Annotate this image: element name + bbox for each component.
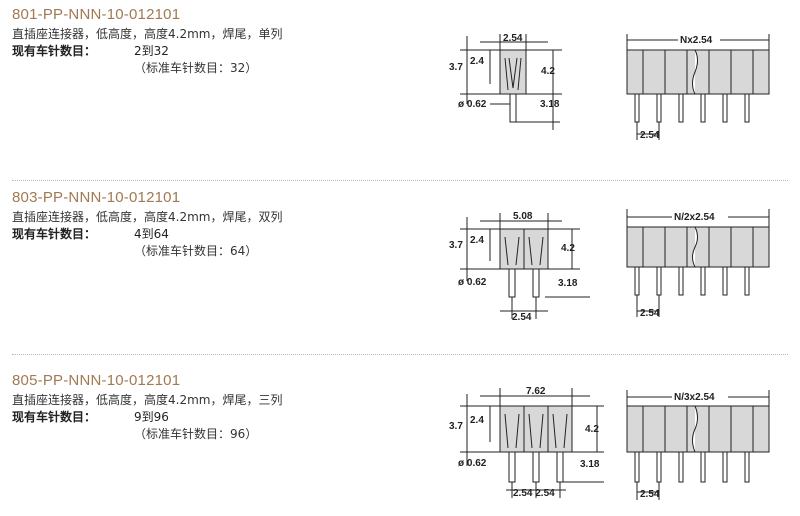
pins-range: 2到32 (134, 44, 169, 58)
dim-height-a: 3.7 (449, 240, 463, 251)
dim-height-b: 2.4 (470, 56, 484, 67)
side-view-drawing (460, 388, 604, 498)
product-code: 801-PP-NNN-10-012101 (12, 6, 181, 23)
pins-label: 现有车针数目： (12, 44, 97, 58)
standard-pins: （标准车针数目：96） (134, 427, 258, 441)
product-803: 803-PP-NNN-10-012101 直插座连接器，低高度，高度4.2mm，… (0, 180, 800, 333)
product-801-drawings: 2.54 3.7 2.4 4.2 ø 0.62 3.18 (449, 33, 770, 141)
dim-bottom-pitch: 2.54 (512, 312, 532, 323)
dim-height-a: 3.7 (449, 421, 463, 432)
product-803-drawings: 5.08 3.7 2.4 4.2 ø 0.62 3.18 2.54 (449, 209, 770, 323)
product-code: 805-PP-NNN-10-012101 (12, 372, 181, 389)
dim-length: N/3x2.54 (674, 392, 715, 403)
product-805: 805-PP-NNN-10-012101 直插座连接器，低高度，高度4.2mm，… (0, 354, 800, 516)
length-label-bg (672, 391, 728, 403)
pins-range: 9到96 (134, 410, 169, 424)
dim-pin-diameter: ø 0.62 (458, 99, 487, 110)
dim-tail-length: 3.18 (540, 99, 560, 110)
product-code: 803-PP-NNN-10-012101 (12, 189, 181, 206)
dim-pitch-top: 5.08 (513, 211, 533, 222)
dim-tail-length: 3.18 (558, 278, 578, 289)
standard-pins: （标准车针数目：64） (134, 244, 258, 258)
front-view-drawing (626, 390, 770, 500)
dim-side-pitch: 2.54 (640, 489, 660, 500)
dim-pitch-top: 7.62 (526, 386, 546, 397)
dim-tail-length: 3.18 (580, 459, 600, 470)
front-view-drawing (626, 209, 770, 317)
dim-height-b: 2.4 (470, 415, 484, 426)
dim-height-b: 2.4 (470, 235, 484, 246)
product-805-drawings: 7.62 3.7 2.4 4.2 ø 0.62 3.18 2.54 2.54 (449, 386, 770, 500)
side-view-drawing (460, 34, 562, 130)
dim-pin-diameter: ø 0.62 (458, 458, 487, 469)
dim-length: N/2x2.54 (674, 212, 715, 223)
product-description: 直插座连接器，低高度，高度4.2mm，焊尾，单列 (12, 27, 283, 41)
front-view-drawing (626, 34, 770, 140)
pins-range: 4到64 (134, 227, 169, 241)
dim-height-total: 4.2 (585, 424, 599, 435)
length-label-bg (672, 211, 728, 223)
dim-height-a: 3.7 (449, 62, 463, 73)
dim-side-pitch: 2.54 (640, 130, 660, 141)
side-view-drawing (460, 213, 590, 319)
dim-pin-diameter: ø 0.62 (458, 277, 487, 288)
divider (12, 354, 788, 355)
dim-height-total: 4.2 (541, 66, 555, 77)
dim-bottom-pitch: 2.54 2.54 (513, 488, 555, 499)
product-801: 801-PP-NNN-10-012101 直插座连接器，低高度，高度4.2mm，… (0, 0, 800, 150)
dim-height-total: 4.2 (561, 243, 575, 254)
product-description: 直插座连接器，低高度，高度4.2mm，焊尾，三列 (12, 393, 283, 407)
divider (12, 180, 788, 181)
length-label-bg (678, 34, 720, 46)
dim-pitch-top: 2.54 (503, 33, 523, 44)
pins-label: 现有车针数目： (12, 227, 97, 241)
standard-pins: （标准车针数目：32） (134, 61, 258, 75)
product-description: 直插座连接器，低高度，高度4.2mm，焊尾，双列 (12, 210, 283, 224)
pins-label: 现有车针数目： (12, 410, 97, 424)
dim-side-pitch: 2.54 (640, 308, 660, 319)
dim-length: Nx2.54 (680, 35, 713, 46)
